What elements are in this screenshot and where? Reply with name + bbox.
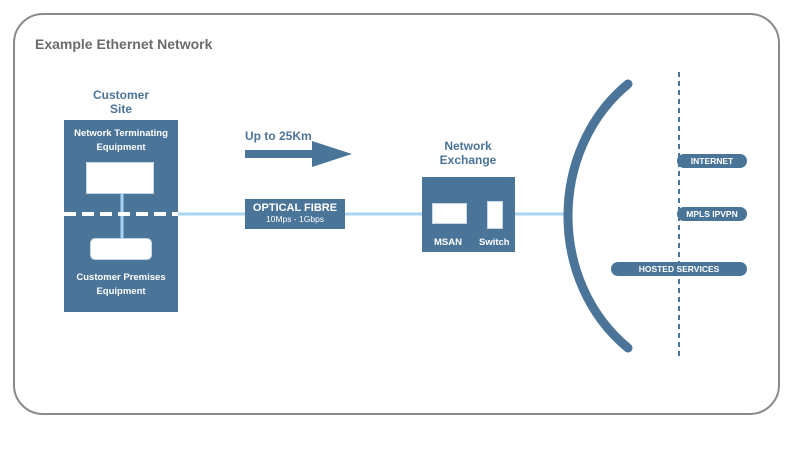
cpe-label-line1: Customer Premises [76, 272, 166, 283]
optical-fibre-box: OPTICAL FIBRE 10Mps - 1Gbps [245, 199, 345, 229]
customer-site-line2: Site [109, 102, 132, 116]
switch-device [487, 201, 503, 229]
msan-device [432, 203, 467, 224]
network-edge-arc [563, 79, 633, 353]
distance-arrow-icon [245, 141, 352, 167]
hosted-services-pill: HOSTED SERVICES [611, 262, 747, 276]
mpls-service-pill: MPLS IPVPN [677, 207, 747, 221]
nte-label-line2: Equipment [96, 142, 146, 153]
msan-label: MSAN [434, 237, 462, 248]
network-exchange-line1: Network [444, 139, 492, 153]
network-exchange-heading: Network Exchange [432, 139, 504, 167]
customer-site-heading: Customer Site [84, 88, 158, 116]
optical-fibre-speed: 10Mps - 1Gbps [265, 214, 325, 224]
optical-fibre-title: OPTICAL FIBRE [252, 202, 338, 214]
cpe-label-line2: Equipment [96, 286, 146, 297]
nte-label-line1: Network Terminating [74, 128, 168, 139]
cpe-label: Customer Premises Equipment [64, 271, 178, 299]
nte-label: Network Terminating Equipment [64, 127, 178, 155]
customer-site-line1: Customer [92, 88, 149, 102]
network-exchange-line2: Exchange [439, 153, 497, 167]
internet-service-pill: INTERNET [677, 154, 747, 168]
network-exchange-box: MSAN Switch [422, 177, 515, 252]
cpe-device [90, 238, 152, 260]
nte-device [86, 162, 154, 194]
distance-label: Up to 25Km [245, 129, 312, 143]
diagram-title: Example Ethernet Network [35, 36, 213, 52]
diagram-frame [13, 13, 780, 415]
switch-label: Switch [479, 237, 510, 248]
